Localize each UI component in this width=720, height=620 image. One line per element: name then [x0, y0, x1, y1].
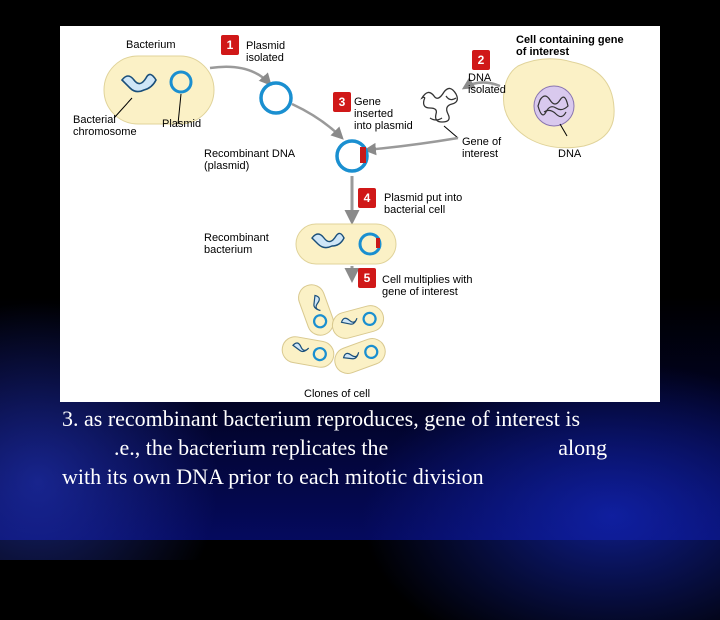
- label-plasmid: Plasmid: [162, 118, 202, 130]
- label-cell-multiplies: Cell multiplies with gene of interest: [382, 274, 473, 298]
- arrow-step2: [461, 77, 501, 90]
- label-gene-inserted: Gene inserted into plasmid: [354, 96, 413, 132]
- isolated-plasmid: [259, 81, 293, 115]
- plasmid-pointer: [177, 93, 182, 125]
- step-badge-4: 4: [358, 188, 376, 208]
- label-cell-containing-gene: Cell containing gene of interest: [516, 34, 624, 58]
- isolated-dna: [420, 87, 458, 123]
- arrow-step1: [209, 65, 272, 86]
- step-badge-3: 3: [333, 92, 351, 112]
- gene-pointer: [443, 125, 459, 139]
- label-dna: DNA: [558, 148, 582, 160]
- recombinant-bacterium-cell: [295, 223, 397, 265]
- label-gene-of-interest: Gene of interest: [462, 136, 502, 160]
- process-diagram: [103, 55, 615, 374]
- caption-line-1: 3. as recombinant bacterium reproduces, …: [62, 406, 581, 431]
- inserted-gene: [360, 147, 366, 163]
- label-recombinant-dna: Recombinant DNA (plasmid): [204, 148, 296, 172]
- caption-line-2-part-1: .e., the bacterium replicates the: [114, 435, 389, 460]
- caption-line-2: .e., the bacterium replicates the along: [62, 433, 720, 462]
- caption-line-2-part-2: along: [558, 435, 608, 460]
- label-recombinant-bacterium: Recombinant bacterium: [204, 232, 269, 256]
- bacterium-cell: [103, 55, 215, 125]
- label-bacterial-chromosome: Bacterial chromosome: [73, 114, 137, 138]
- step-badge-5: 5: [358, 268, 376, 288]
- caption-line-3: with its own DNA prior to each mitotic d…: [62, 464, 484, 489]
- recombinant-plasmid: [335, 139, 369, 173]
- arrow-gene-to-plasmid: [363, 136, 459, 156]
- label-plasmid-isolated: Plasmid isolated: [246, 40, 286, 64]
- label-bacterium: Bacterium: [126, 39, 176, 51]
- label-clones-of-cell: Clones of cell: [304, 388, 371, 400]
- arrow-to-recombinant: [291, 102, 344, 140]
- label-dna-isolated: DNA isolated: [468, 72, 506, 96]
- plasmid-ring: [169, 70, 193, 94]
- dna-pointer: [559, 123, 568, 137]
- chromosome-pointer: [113, 97, 133, 119]
- bacterial-chromosome-squiggle: [120, 73, 157, 93]
- label-plasmid-put-into: Plasmid put into bacterial cell: [384, 192, 463, 216]
- donor-cell: [503, 58, 615, 149]
- recombinant-dna-figure: Bacterium Bacterial chromosome Plasmid P…: [60, 26, 660, 402]
- step-badge-2: 2: [472, 50, 490, 70]
- slide-caption: 3. as recombinant bacterium reproduces, …: [62, 404, 720, 491]
- cell-clones: [281, 284, 386, 374]
- nucleus-dna: [537, 95, 569, 118]
- step-badge-1: 1: [221, 35, 239, 55]
